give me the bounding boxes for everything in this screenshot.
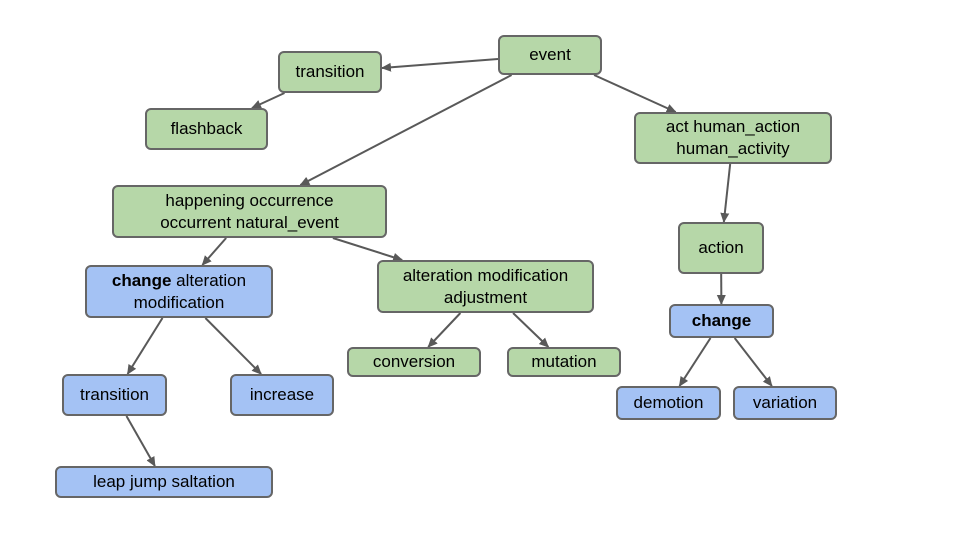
- edge-happening-to-change_left: [201, 237, 227, 266]
- edge-change_right-to-variation: [733, 337, 773, 387]
- node-event-label: event: [529, 45, 571, 64]
- edge-alteration-to-conversion: [427, 312, 462, 348]
- node-action-label: action: [698, 238, 744, 257]
- node-conversion-label: conversion: [372, 352, 456, 371]
- node-transition-blue-label: transition: [80, 385, 149, 404]
- node-event: event: [498, 35, 602, 75]
- node-variation: variation: [733, 386, 837, 420]
- node-leap-label: leap jump saltation: [93, 472, 235, 491]
- node-transition-green: transition: [278, 51, 382, 93]
- node-act-human-action: act human_action human_activity: [634, 112, 832, 164]
- edge-event-to-act: [593, 74, 677, 113]
- node-mutation: mutation: [507, 347, 621, 377]
- edge-transition_blue-to-leap: [125, 415, 156, 467]
- node-conversion: conversion: [347, 347, 481, 377]
- node-change-label: change: [691, 311, 752, 330]
- edge-event-to-happening: [299, 74, 513, 186]
- node-change-alteration: change alteration modification: [85, 265, 273, 318]
- node-increase: increase: [230, 374, 334, 416]
- node-act-line2: human_activity: [676, 139, 790, 158]
- node-alteration-modification: alteration modification adjustment: [377, 260, 594, 313]
- node-change-alteration-line2: modification: [133, 292, 225, 312]
- node-change: change: [669, 304, 774, 338]
- edge-happening-to-alteration: [332, 237, 404, 262]
- node-happening-line1: happening occurrence: [165, 190, 334, 210]
- node-action: action: [678, 222, 764, 274]
- edge-change_right-to-demotion: [678, 337, 712, 387]
- node-happening-occurrence: happening occurrence occurrent natural_e…: [112, 185, 387, 238]
- node-change-alteration-bold: change: [111, 270, 172, 290]
- node-demotion-label: demotion: [633, 393, 704, 412]
- edge-act-to-action: [720, 163, 732, 223]
- node-demotion: demotion: [616, 386, 721, 420]
- node-act-line1: act human_action: [665, 117, 801, 136]
- node-flashback-label: flashback: [170, 119, 243, 138]
- edge-event-to-transition_top: [381, 58, 499, 72]
- node-variation-label: variation: [752, 393, 818, 412]
- node-alteration-line1: alteration modification: [402, 265, 569, 285]
- node-transition-blue: transition: [62, 374, 167, 416]
- node-leap-jump-saltation: leap jump saltation: [55, 466, 273, 498]
- edge-transition_top-to-flashback: [251, 92, 285, 109]
- node-change-alteration-rest: alteration: [171, 270, 247, 290]
- node-alteration-line2: adjustment: [443, 287, 528, 307]
- node-happening-line2: occurrent natural_event: [160, 212, 339, 232]
- node-mutation-label: mutation: [531, 352, 597, 371]
- node-transition-green-label: transition: [295, 62, 365, 81]
- node-flashback: flashback: [145, 108, 268, 150]
- edge-change_left-to-transition_blue: [126, 317, 164, 375]
- edge-alteration-to-mutation: [512, 312, 550, 348]
- edge-change_left-to-increase: [204, 317, 262, 375]
- node-increase-label: increase: [249, 385, 315, 404]
